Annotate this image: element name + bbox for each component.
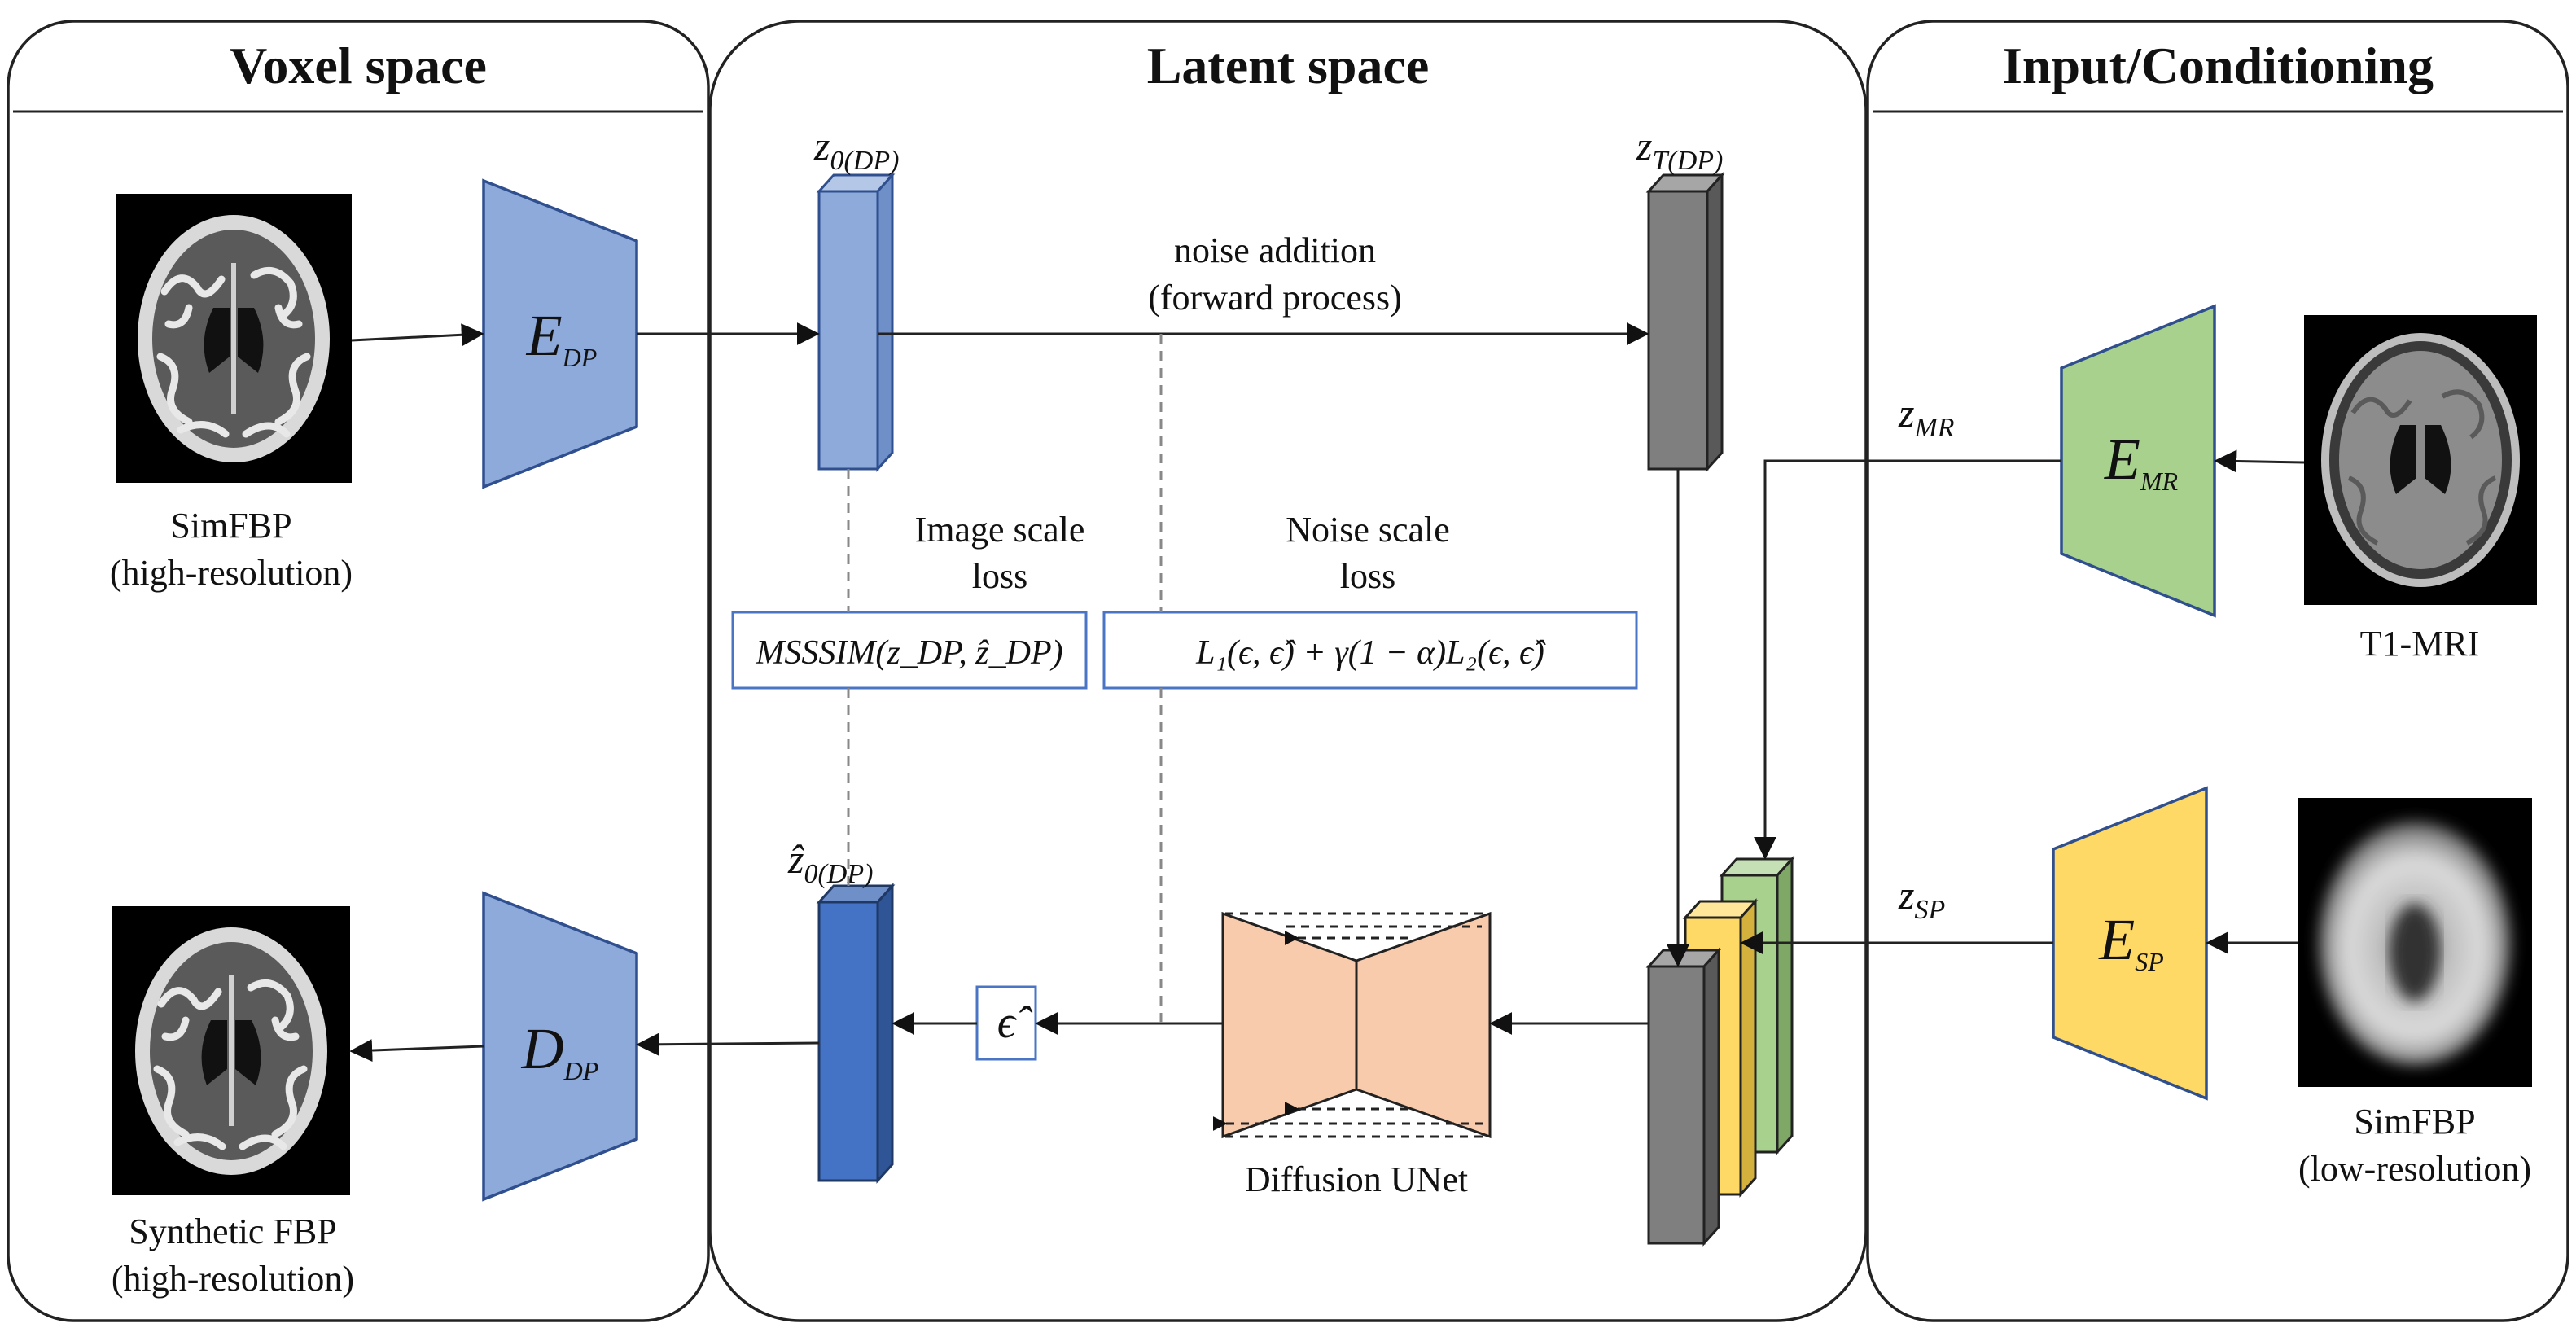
diffusion-unet xyxy=(1212,911,1492,1139)
noise-loss-box: L₁(ϵ, ϵ̂) + γ(1 − α)L₂(ϵ, ϵ̂) xyxy=(1102,611,1638,690)
voxel-space-title: Voxel space xyxy=(230,37,487,94)
svg-text:DDP: DDP xyxy=(521,1016,599,1085)
conditioned-latent-stack xyxy=(1645,856,1795,1247)
encoder-e-sp: ESP xyxy=(2052,786,2208,1101)
latent-z0-hat-block xyxy=(816,883,896,1184)
image-scale-loss-label-1: Image scale xyxy=(915,510,1085,550)
svg-text:ESP: ESP xyxy=(2098,907,2164,976)
svg-text:T1-MRI: T1-MRI xyxy=(2360,624,2480,664)
simfbp-high-caption: SimFBP (high-resolution) xyxy=(110,506,353,593)
diffusion-unet-label: Diffusion UNet xyxy=(1245,1159,1468,1199)
t1-mri-caption: T1-MRI xyxy=(2360,624,2480,664)
svg-text:EDP: EDP xyxy=(526,303,598,372)
decoder-d-dp: DDP xyxy=(482,891,638,1202)
simfbp-low-caption: SimFBP (low-resolution) xyxy=(2298,1102,2531,1189)
input-conditioning-title: Input/Conditioning xyxy=(2002,37,2434,94)
latent-zT-block xyxy=(1645,172,1725,472)
image-scale-loss-label-2: loss xyxy=(972,556,1027,596)
encoder-e-mr: EMR xyxy=(2060,304,2216,618)
mssim-loss-box: MSSSIM(z_DP, ẑ_DP) xyxy=(731,611,1088,690)
svg-text:(high-resolution): (high-resolution) xyxy=(112,1259,354,1299)
svg-text:(high-resolution): (high-resolution) xyxy=(110,553,353,593)
z0-hat-label: ẑ0(DP) xyxy=(787,836,873,889)
connectors xyxy=(349,322,2305,1063)
noise-addition-label: noise addition xyxy=(1174,230,1376,270)
svg-text:Synthetic FBP: Synthetic FBP xyxy=(129,1212,337,1251)
latent-space-panel: Latent space xyxy=(708,20,1868,1322)
simfbp-high-image xyxy=(116,194,352,483)
z0-label: z0(DP) xyxy=(813,123,899,176)
forward-process-label: (forward process) xyxy=(1148,278,1402,318)
latent-space-title: Latent space xyxy=(1147,37,1430,94)
svg-text:MSSSIM(z_DP, ẑ_DP): MSSSIM(z_DP, ẑ_DP) xyxy=(755,634,1062,672)
z-sp-label: zSP xyxy=(1898,872,1945,925)
input-conditioning-panel: Input/Conditioning xyxy=(1866,20,2569,1322)
svg-text:(low-resolution): (low-resolution) xyxy=(2298,1149,2531,1189)
voxel-space-panel: Voxel space xyxy=(7,20,710,1322)
epsilon-hat-box: ϵ̂ xyxy=(975,985,1037,1061)
svg-text:SimFBP: SimFBP xyxy=(170,506,291,546)
t1-mri-image xyxy=(2304,315,2537,605)
simfbp-low-image xyxy=(2298,798,2532,1087)
svg-text:EMR: EMR xyxy=(2104,427,2179,496)
svg-text:SimFBP: SimFBP xyxy=(2354,1102,2475,1142)
svg-text:L₁(ϵ, ϵ̂) + γ(1 − α)L₂(ϵ, ϵ̂): L₁(ϵ, ϵ̂) + γ(1 − α)L₂(ϵ, ϵ̂) xyxy=(1195,634,1546,672)
latent-z0-block xyxy=(816,172,896,472)
zT-label: zT(DP) xyxy=(1636,123,1723,176)
encoder-e-dp: EDP xyxy=(482,178,638,489)
synthetic-fbp-caption: Synthetic FBP (high-resolution) xyxy=(112,1212,354,1299)
z-mr-label: zMR xyxy=(1898,390,1955,443)
noise-scale-loss-label-2: loss xyxy=(1340,556,1395,596)
synthetic-fbp-image xyxy=(112,906,350,1195)
noise-scale-loss-label-1: Noise scale xyxy=(1286,510,1450,550)
